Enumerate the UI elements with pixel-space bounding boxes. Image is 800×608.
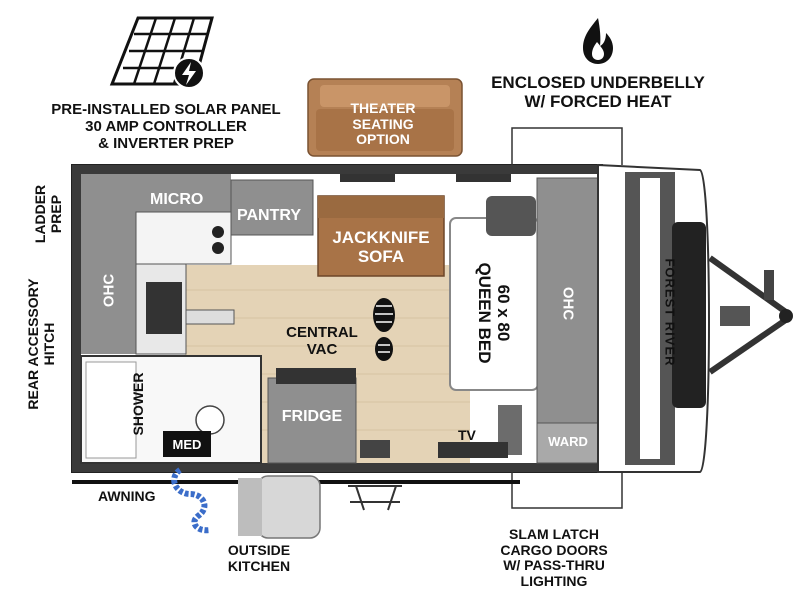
theater-seating-label: THEATER SEATING OPTION <box>322 100 444 148</box>
shower-label: SHOWER <box>130 372 146 436</box>
awning-label: AWNING <box>98 488 156 504</box>
ladder-line-1: LADDER <box>32 184 48 244</box>
rear-hitch-label: REAR ACCESSORY HITCH <box>25 277 62 411</box>
solar-callout: PRE-INSTALLED SOLAR PANEL 30 AMP CONTROL… <box>30 101 302 152</box>
kitchen-line-2: KITCHEN <box>227 557 291 574</box>
theater-sofa <box>307 78 463 157</box>
cargo-line-4: LIGHTING <box>520 573 588 590</box>
outside-kitchen-label: OUTSIDE KITCHEN <box>214 542 304 574</box>
central-vac-label: CENTRAL VAC <box>280 324 364 359</box>
cargo-line-3: W/ PASS-THRU <box>503 557 605 574</box>
sofa-line-1: JACKKNIFE <box>332 228 430 247</box>
theater-line-3: OPTION <box>356 131 410 148</box>
solar-line-3: & INVERTER PREP <box>98 134 234 152</box>
kitchen-line-1: OUTSIDE <box>227 542 291 558</box>
ward-label: WARD <box>548 434 588 449</box>
hitch-line-2: HITCH <box>40 322 57 366</box>
ladder-prep-label: LADDER PREP <box>32 184 69 244</box>
footprint-icon <box>373 298 395 361</box>
heat-line-1: ENCLOSED UNDERBELLY <box>491 73 705 92</box>
med-label: MED <box>172 437 202 452</box>
central-vac-line-2: VAC <box>306 340 338 358</box>
tv-label: TV <box>458 427 476 443</box>
cargo-doors-callout: SLAM LATCH CARGO DOORS W/ PASS-THRU LIGH… <box>488 526 620 590</box>
solar-line-1: PRE-INSTALLED SOLAR PANEL <box>51 101 281 118</box>
theater-line-2: SEATING <box>352 115 414 132</box>
micro-label: MICRO <box>150 191 204 208</box>
solar-line-2: 30 AMP CONTROLLER <box>85 117 247 135</box>
jackknife-sofa-label: JACKKNIFE SOFA <box>322 228 440 266</box>
cargo-line-1: SLAM LATCH <box>509 526 599 542</box>
ohc-front-label: OHC <box>559 286 577 321</box>
flame-icon <box>583 18 613 64</box>
bed-line-2: QUEEN BED <box>474 262 494 364</box>
ohc-rear-label: OHC <box>100 273 118 308</box>
hitch-line-1: REAR ACCESSORY <box>25 278 41 410</box>
ladder-line-2: PREP <box>47 194 64 234</box>
solar-panel-icon <box>109 16 214 89</box>
trailer-tongue <box>708 255 793 375</box>
queen-bed-label: 60 x 80 QUEEN BED <box>473 252 513 374</box>
theater-line-1: THEATER <box>350 100 416 116</box>
pantry-label: PANTRY <box>237 207 301 224</box>
forest-river-brand: FOREST RIVER <box>662 258 678 367</box>
heat-line-2: W/ FORCED HEAT <box>524 92 672 112</box>
fridge-label: FRIDGE <box>281 408 343 425</box>
bed-line-1: 60 x 80 <box>494 284 513 342</box>
cargo-line-2: CARGO DOORS <box>500 541 608 558</box>
heat-callout: ENCLOSED UNDERBELLY W/ FORCED HEAT <box>462 73 734 111</box>
central-vac-line-1: CENTRAL <box>286 324 358 341</box>
sofa-line-2: SOFA <box>357 247 405 267</box>
